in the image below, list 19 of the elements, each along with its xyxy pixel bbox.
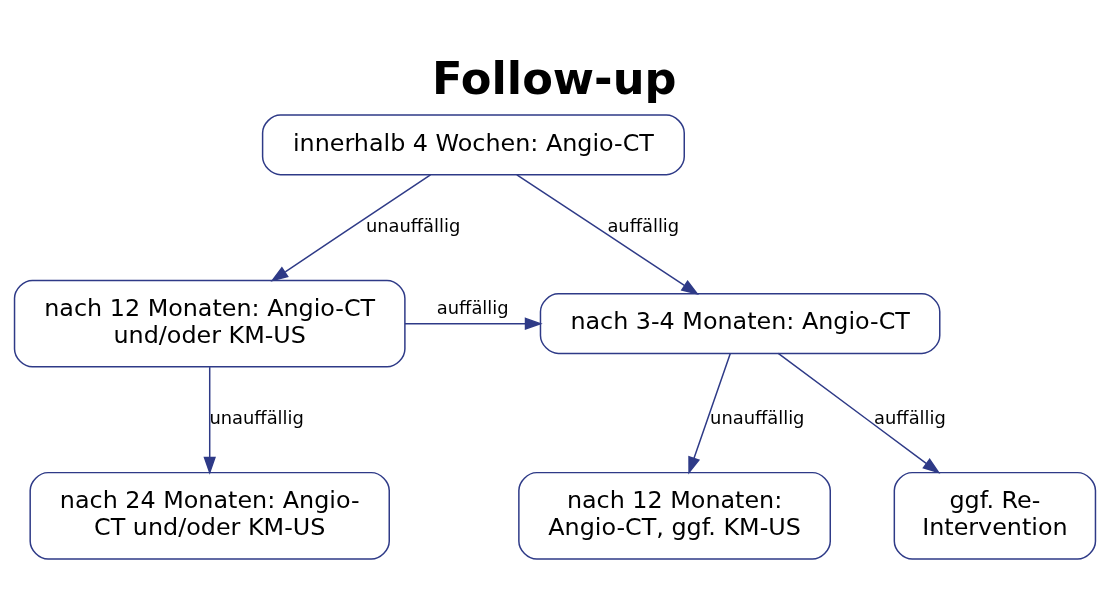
- edge-label: auffällig: [874, 407, 946, 429]
- arrow: [404, 317, 543, 330]
- edge-label: unauffällig: [209, 407, 304, 429]
- arrow: [688, 352, 732, 475]
- node-box: nach 3-4 Monaten: Angio-CT: [539, 293, 941, 355]
- node-box: nach 24 Monaten: Angio-CT und/oder KM-US: [29, 471, 390, 560]
- edge-label: unauffällig: [365, 215, 461, 237]
- edge-label: auffällig: [607, 215, 680, 237]
- edge-label: auffällig: [436, 297, 509, 319]
- node-box: nach 12 Monaten: Angio-CT, ggf. KM-US: [518, 471, 831, 560]
- node-box: innerhalb 4 Wochen: Angio-CT: [261, 114, 685, 176]
- edge-label: unauffällig: [710, 407, 805, 429]
- node-box: ggf. Re-Intervention: [893, 471, 1097, 560]
- arrow: [270, 174, 432, 282]
- arrow: [516, 174, 700, 296]
- arrow: [777, 352, 941, 474]
- node-box: nach 12 Monaten: Angio-CT und/oder KM-US: [13, 279, 406, 368]
- arrow: [203, 366, 216, 475]
- diagram-title: Follow-up: [432, 53, 677, 106]
